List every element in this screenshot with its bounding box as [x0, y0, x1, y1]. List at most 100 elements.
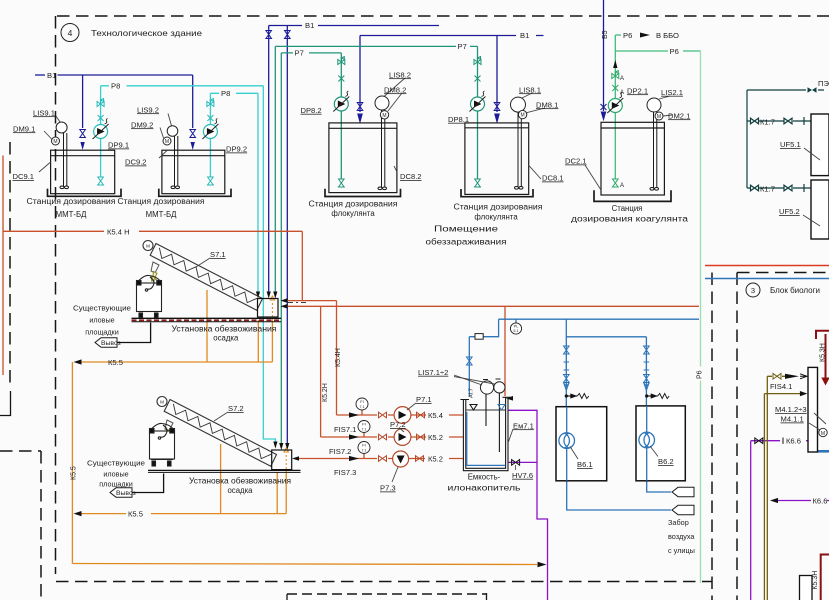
svg-text:А: А — [620, 90, 624, 96]
svg-text:М: М — [165, 139, 169, 145]
svg-text:LIS9.2: LIS9.2 — [137, 105, 159, 114]
svg-text:FIS7.2: FIS7.2 — [329, 447, 351, 456]
svg-text:UF5.1: UF5.1 — [780, 140, 801, 149]
svg-text:Р7.3: Р7.3 — [380, 484, 396, 493]
svg-text:ММТ-БД: ММТ-БД — [146, 210, 177, 219]
svg-text:К5.2Н: К5.2Н — [322, 383, 329, 402]
svg-text:К5.4Н: К5.4Н — [335, 348, 342, 367]
svg-text:DC9.2: DC9.2 — [125, 158, 147, 167]
svg-text:К5.4 Н: К5.4 Н — [107, 227, 130, 236]
svg-text:LIS8.1: LIS8.1 — [519, 85, 541, 94]
svg-text:НV7.6: НV7.6 — [512, 471, 533, 480]
svg-text:Р7.2: Р7.2 — [390, 420, 406, 429]
svg-text:Станция дозирования: Станция дозирования — [454, 203, 543, 212]
svg-text:Блок биологи: Блок биологи — [770, 286, 820, 295]
svg-text:Р6: Р6 — [697, 370, 704, 379]
svg-text:В6.1: В6.1 — [577, 460, 593, 469]
svg-text:Р7: Р7 — [458, 42, 467, 51]
svg-text:Р7: Р7 — [295, 49, 304, 58]
svg-text:воздуха: воздуха — [668, 532, 695, 541]
svg-text:В6.2: В6.2 — [658, 457, 674, 466]
svg-text:Вывоз: Вывоз — [116, 490, 136, 497]
svg-text:М: М — [821, 431, 825, 437]
svg-text:К5.3Н: К5.3Н — [812, 571, 819, 590]
svg-text:иловые: иловые — [89, 316, 114, 325]
svg-text:Емкость-: Емкость- — [468, 472, 501, 481]
svg-text:В1: В1 — [305, 21, 314, 30]
svg-text:Вывоз: Вывоз — [101, 340, 121, 347]
svg-text:М: М — [521, 113, 525, 119]
svg-text:К1.7: К1.7 — [760, 118, 775, 127]
svg-text:Помещение: Помещение — [434, 225, 498, 234]
svg-text:DР8.2: DР8.2 — [301, 106, 322, 115]
svg-text:LIS8.2: LIS8.2 — [389, 70, 411, 79]
svg-text:UF5.2: UF5.2 — [779, 207, 800, 216]
svg-text:Установка обезвоживания: Установка обезвоживания — [172, 324, 277, 333]
svg-text:осадка: осадка — [227, 486, 253, 495]
svg-text:Станция дозирования: Станция дозирования — [309, 200, 398, 209]
svg-text:DР8.1: DР8.1 — [448, 115, 469, 124]
svg-text:ММТ-БД: ММТ-БД — [56, 210, 87, 219]
svg-text:А: А — [620, 76, 624, 82]
svg-text:Станция дозирования: Станция дозирования — [27, 197, 116, 206]
svg-text:К5.4: К5.4 — [428, 411, 443, 420]
svg-text:К1.7: К1.7 — [760, 185, 775, 194]
svg-text:К5.2: К5.2 — [428, 433, 443, 442]
svg-text:К5.5: К5.5 — [108, 358, 123, 367]
svg-text:Р6: Р6 — [623, 31, 632, 40]
svg-text:DМ9.2: DМ9.2 — [131, 120, 153, 129]
svg-text:Р7.1: Р7.1 — [416, 395, 432, 404]
svg-text:FIS7.1: FIS7.1 — [334, 425, 356, 434]
svg-text:LIS2.1: LIS2.1 — [661, 88, 683, 97]
svg-text:илонакопитель: илонакопитель — [448, 483, 521, 492]
svg-text:К5.5: К5.5 — [128, 509, 143, 518]
svg-text:DC8.2: DC8.2 — [400, 172, 422, 181]
svg-text:DC8.1: DC8.1 — [542, 174, 564, 183]
svg-text:флокулянта: флокулянта — [474, 213, 518, 222]
svg-text:FIS7.3: FIS7.3 — [334, 468, 356, 477]
svg-text:ПЭ: ПЭ — [818, 79, 829, 88]
svg-text:DМ8.1: DМ8.1 — [536, 100, 558, 109]
svg-text:площадки: площадки — [99, 480, 132, 489]
svg-text:DР9.1: DР9.1 — [108, 141, 129, 150]
svg-text:К6.6: К6.6 — [813, 497, 828, 506]
svg-text:DР2.1: DР2.1 — [627, 86, 648, 95]
svg-text:DМ9.1: DМ9.1 — [13, 124, 35, 133]
svg-text:FIS4.1: FIS4.1 — [770, 382, 792, 391]
svg-text:осадка: осадка — [213, 333, 239, 342]
svg-text:LIS7.1÷2: LIS7.1÷2 — [418, 368, 448, 377]
svg-text:А: А — [620, 183, 624, 189]
svg-text:Установка обезвоживания: Установка обезвоживания — [189, 476, 291, 485]
svg-text:В1: В1 — [520, 31, 529, 40]
svg-text:М: М — [382, 113, 386, 119]
svg-text:Р8: Р8 — [111, 82, 120, 91]
svg-text:К5.3Н: К5.3Н — [820, 343, 827, 362]
svg-text:дозирования коагулянта: дозирования коагулянта — [571, 214, 689, 223]
svg-text:Существующие: Существующие — [73, 304, 131, 313]
svg-text:Технологическое здание: Технологическое здание — [91, 28, 202, 38]
svg-text:Б5: Б5 — [602, 30, 609, 39]
svg-text:DC9.1: DC9.1 — [13, 172, 35, 181]
svg-text:Станция дозирования: Станция дозирования — [118, 197, 205, 206]
svg-text:DМ8.2: DМ8.2 — [384, 85, 406, 94]
svg-text:К6.6: К6.6 — [786, 437, 801, 446]
svg-text:5.1: 5.1 — [513, 329, 518, 333]
svg-text:с улицы: с улицы — [668, 546, 695, 555]
svg-text:М: М — [657, 114, 661, 120]
svg-text:К5.2: К5.2 — [428, 454, 443, 463]
svg-text:В1: В1 — [47, 71, 56, 80]
svg-text:М: М — [146, 243, 150, 248]
svg-text:АI.7: АI.7 — [469, 388, 475, 398]
svg-text:4: 4 — [68, 28, 73, 38]
svg-text:В ББО: В ББО — [656, 31, 679, 40]
svg-text:Забор: Забор — [668, 518, 689, 527]
svg-text:М: М — [160, 399, 164, 404]
svg-text:S7.1: S7.1 — [210, 250, 226, 259]
svg-text:иловые: иловые — [103, 470, 128, 479]
svg-text:Станция: Станция — [612, 204, 643, 213]
svg-text:обеззараживания: обеззараживания — [426, 238, 507, 247]
svg-text:Р6: Р6 — [670, 47, 679, 56]
svg-text:Существующие: Существующие — [87, 459, 145, 468]
svg-text:площадки: площадки — [85, 328, 118, 337]
svg-text:DМ2.1: DМ2.1 — [668, 111, 690, 120]
